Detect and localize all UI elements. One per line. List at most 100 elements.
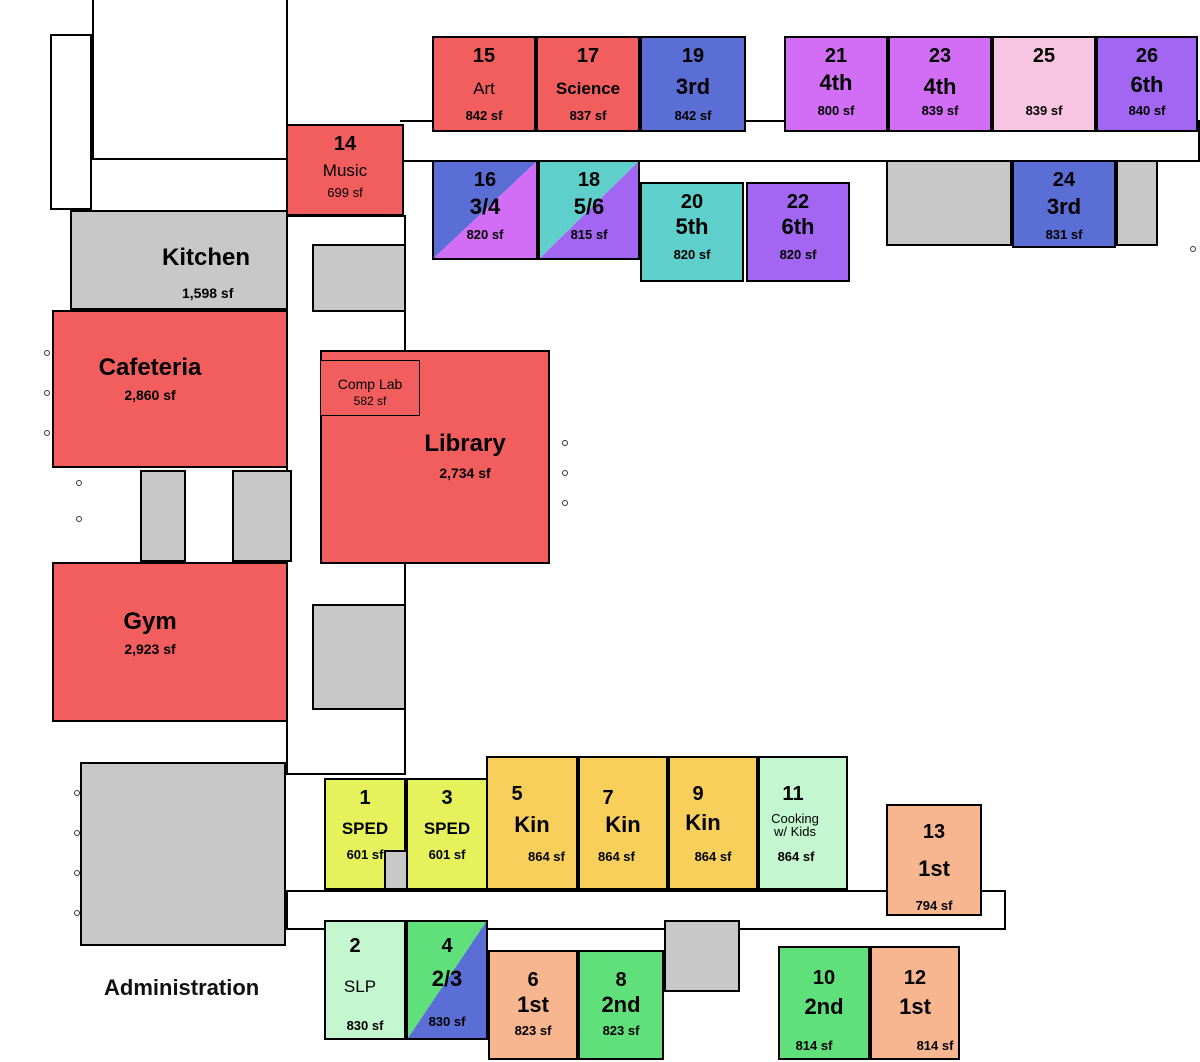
room-area: 823 sf [602, 1023, 640, 1038]
room-number: 4 [441, 935, 453, 957]
room-area: 2,923 sf [124, 641, 176, 657]
room-name: Kin [514, 812, 550, 837]
room-8[interactable]: 8 2nd 823 sf [578, 950, 664, 1060]
split-fill [408, 922, 486, 1038]
room-5[interactable]: 5 Kin 864 sf [486, 756, 578, 890]
room-number: 13 [922, 821, 946, 843]
stair-north-east [1116, 160, 1158, 246]
room-number: 16 [473, 169, 497, 191]
room-name: Comp Lab [337, 376, 403, 392]
room-area: 823 sf [514, 1023, 552, 1038]
room-name: SPED [423, 819, 471, 838]
room-name: 3/4 [469, 194, 501, 219]
room-number: 26 [1135, 45, 1159, 67]
administration-label: Administration [104, 975, 260, 1000]
room-15[interactable]: 15 Art 842 sf [432, 36, 536, 132]
room-area: 831 sf [1045, 227, 1083, 242]
room-name: Art [473, 79, 495, 98]
room-number: 18 [577, 169, 601, 191]
room-name: 3rd [1046, 194, 1082, 219]
room-name: 6th [1130, 72, 1164, 97]
room-6[interactable]: 6 1st 823 sf [488, 950, 578, 1060]
cafeteria[interactable]: Cafeteria 2,860 sf [52, 310, 288, 468]
restrooms-north [886, 160, 1012, 246]
loading-dock [92, 0, 288, 160]
room-number: 1 [359, 787, 371, 809]
room-area: 820 sf [466, 227, 504, 242]
room-name: Library [424, 430, 506, 457]
room-4[interactable]: 4 2/3 830 sf [406, 920, 488, 1040]
room-17[interactable]: 17 Science 837 sf [536, 36, 640, 132]
room-26[interactable]: 26 6th 840 sf [1096, 36, 1198, 132]
room-area: 814 sf [916, 1038, 954, 1053]
room-name: 1st [918, 856, 950, 881]
room-name: Kin [605, 812, 641, 837]
room-25[interactable]: 25 839 sf [992, 36, 1096, 132]
column-marker [74, 790, 80, 796]
room-3[interactable]: 3 SPED 601 sf [406, 778, 488, 890]
comp-lab[interactable]: Comp Lab 582 sf [320, 360, 420, 416]
room-11[interactable]: 11 Cooking w/ Kids 864 sf [758, 756, 848, 890]
room-area: 830 sf [346, 1018, 384, 1033]
room-1[interactable]: 1 SPED 601 sf [324, 778, 406, 890]
room-7[interactable]: 7 Kin 864 sf [578, 756, 668, 890]
room-21[interactable]: 21 4th 800 sf [784, 36, 888, 132]
room-number: 20 [680, 191, 704, 213]
room-area: 839 sf [1025, 103, 1063, 118]
room-22[interactable]: 22 6th 820 sf [746, 182, 850, 282]
room-number: 22 [786, 191, 810, 213]
room-area: 864 sf [694, 849, 732, 864]
room-9[interactable]: 9 Kin 864 sf [668, 756, 758, 890]
room-12[interactable]: 12 1st 814 sf [870, 946, 960, 1060]
room-area: 842 sf [465, 108, 503, 123]
room-number: 8 [615, 969, 627, 991]
room-number: 25 [1032, 45, 1056, 67]
room-18[interactable]: 18 5/6 815 sf [538, 160, 640, 260]
room-name: 2nd [804, 994, 844, 1019]
restrooms-south-corridor [312, 604, 406, 710]
room-14[interactable]: 14 Music 699 sf [286, 124, 404, 216]
room-area: 1,598 sf [182, 285, 234, 301]
room-number: 21 [824, 45, 848, 67]
room-area: 864 sf [777, 849, 815, 864]
room-number: 11 [782, 783, 804, 805]
column-marker [1190, 246, 1196, 252]
storage-west [232, 470, 292, 562]
room-number: 9 [692, 783, 704, 805]
column-marker [44, 430, 50, 436]
room-name: 6th [781, 214, 815, 239]
room-name: 4th [819, 70, 853, 95]
room-name: Cooking w/ Kids [771, 811, 819, 839]
room-16[interactable]: 16 3/4 820 sf [432, 160, 538, 260]
room-20[interactable]: 20 5th 820 sf [640, 182, 744, 282]
split-fill [434, 162, 536, 258]
room-number: 6 [527, 969, 539, 991]
column-marker [74, 870, 80, 876]
room-24[interactable]: 24 3rd 831 sf [1012, 160, 1116, 248]
room-area: 601 sf [428, 847, 466, 862]
room-19[interactable]: 19 3rd 842 sf [640, 36, 746, 132]
room-area: 837 sf [569, 108, 607, 123]
administration-block[interactable] [80, 762, 286, 946]
room-23[interactable]: 23 4th 839 sf [888, 36, 992, 132]
room-name: 4th [923, 74, 957, 99]
room-name: 1st [517, 992, 549, 1017]
room-name: 1st [899, 994, 931, 1019]
column-marker [562, 500, 568, 506]
column-marker [44, 350, 50, 356]
room-name: 3rd [675, 74, 711, 99]
room-name: 2/3 [431, 966, 463, 991]
split-fill [540, 162, 638, 258]
room-area: 815 sf [570, 227, 608, 242]
room-number: 17 [576, 45, 600, 67]
kitchen[interactable]: Kitchen 1,598 sf [70, 210, 288, 310]
room-13[interactable]: 13 1st 794 sf [886, 804, 982, 916]
gym[interactable]: Gym 2,923 sf [52, 562, 288, 722]
room-2[interactable]: 2 SLP 830 sf [324, 920, 406, 1040]
room-10[interactable]: 10 2nd 814 sf [778, 946, 870, 1060]
room-number: 2 [349, 935, 361, 957]
room-name: Science [555, 79, 621, 98]
room-number: 10 [812, 967, 836, 989]
room-number: 24 [1052, 169, 1076, 191]
